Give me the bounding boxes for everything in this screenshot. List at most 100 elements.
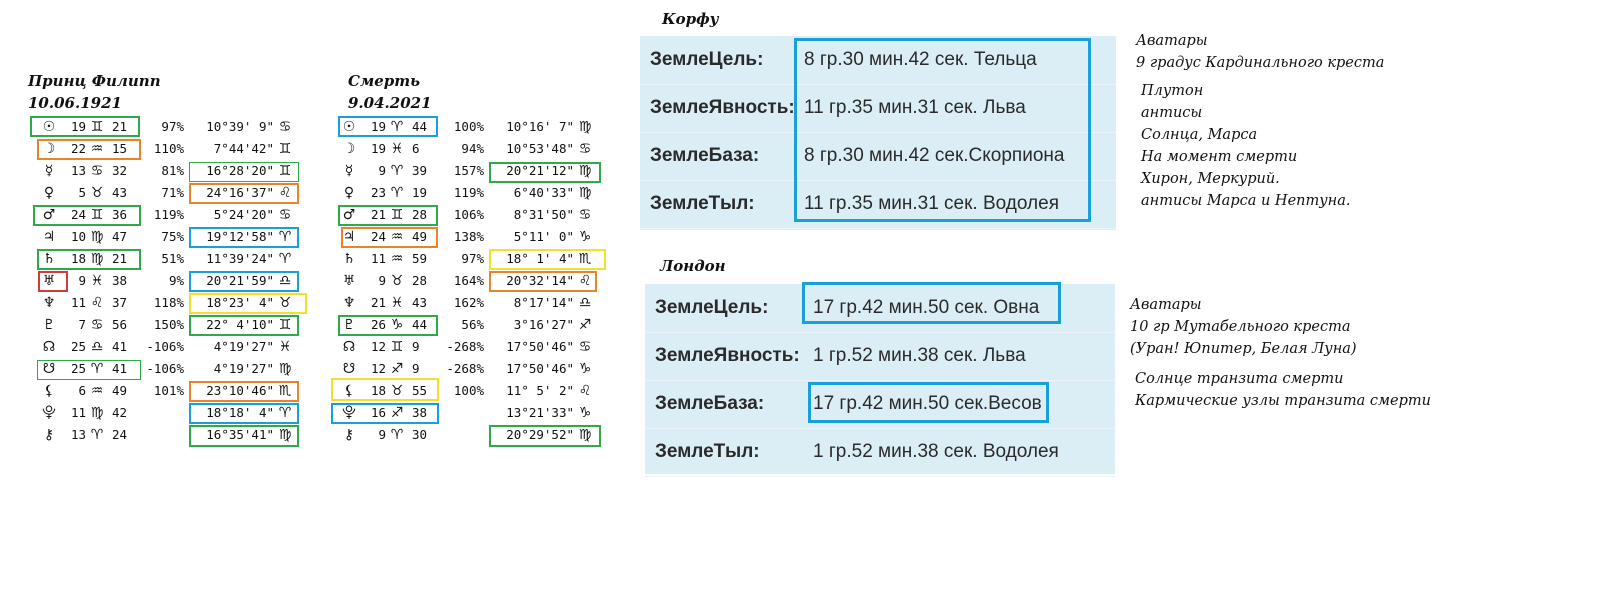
note-line: Хирон, Меркурий.	[1141, 171, 1280, 187]
percent-value: 81%	[161, 163, 184, 178]
declination-sign-icon: ♍	[278, 361, 292, 377]
planet-glyph: ♃	[42, 229, 56, 245]
declination-sign-icon: ♊	[278, 141, 292, 157]
london-value-highlight	[808, 382, 1049, 423]
row-label: ЗемлеЯвность:	[655, 345, 800, 366]
declination-value: 11°39'24"	[206, 251, 274, 266]
corfu-row: ЗемлеБаза: 8 гр.30 мин.42 сек.Скорпиона	[640, 132, 1116, 181]
london-notes-transit: Солнце транзита смерти Кармические узлы …	[1135, 368, 1431, 412]
zodiac-sign-icon: ♋	[90, 163, 104, 179]
corfu-value-highlight	[794, 38, 1091, 222]
declination-sign-icon: ♌	[278, 185, 292, 201]
declination-value: 10°53'48"	[506, 141, 574, 156]
planet-glyph: ☉	[42, 119, 56, 135]
zodiac-sign-icon: ♒	[390, 229, 404, 245]
highlight-box	[189, 403, 299, 424]
declination-sign-icon: ♈	[278, 251, 292, 267]
position-degree: 5	[78, 185, 86, 200]
zodiac-sign-icon: ♈	[390, 427, 404, 443]
note-line: 10 гр Мутабельного креста	[1130, 319, 1351, 335]
note-line: (Уран! Юпитер, Белая Луна)	[1130, 341, 1357, 357]
zodiac-sign-icon: ♒	[90, 141, 104, 157]
row-label: ЗемлеТыл:	[655, 441, 760, 462]
position-degree: 18	[370, 383, 386, 398]
declination-sign-icon: ♈	[278, 229, 292, 245]
percent-value: -268%	[446, 361, 484, 376]
corfu-notes: Аватары 9 градус Кардинального креста	[1136, 30, 1384, 74]
declination-sign-icon: ♌	[578, 383, 592, 399]
right-chart-title: Смерть	[348, 72, 420, 90]
declination-value: 8°31'50"	[513, 207, 574, 222]
position-minutes: 49	[112, 383, 128, 398]
zodiac-sign-icon: ♈	[390, 185, 404, 201]
declination-sign-icon: ♍	[578, 427, 592, 443]
highlight-box	[489, 162, 601, 183]
position-minutes: 42	[112, 405, 128, 420]
declination-value: 10°16' 7"	[506, 119, 574, 134]
declination-sign-icon: ♍	[578, 163, 592, 179]
declination-sign-icon: ♐	[578, 317, 592, 333]
note-line: антисы Марса и Нептуна.	[1141, 193, 1351, 209]
highlight-box	[489, 249, 606, 270]
declination-value: 19°12'58"	[206, 229, 274, 244]
highlight-box	[331, 378, 439, 401]
planet-glyph: ⯓	[42, 405, 56, 421]
percent-value: 56%	[461, 317, 484, 332]
position-minutes: 37	[112, 295, 128, 310]
ephemeris-row: ☋12♐9-268%17°50'46"♑	[338, 358, 608, 380]
position-minutes: 39	[412, 163, 428, 178]
highlight-box	[33, 205, 141, 226]
planet-glyph: ☿	[344, 163, 354, 179]
position-minutes: 19	[412, 185, 428, 200]
percent-value: 94%	[461, 141, 484, 156]
corfu-row: ЗемлеЯвность: 11 гр.35 мин.31 сек. Льва	[640, 84, 1116, 133]
position-degree: 11	[70, 295, 86, 310]
percent-value: 150%	[153, 317, 184, 332]
declination-value: 22° 4'10"	[206, 317, 274, 332]
planet-glyph: ⚷	[43, 427, 55, 443]
declination-value: 20°21'12"	[506, 163, 574, 178]
declination-sign-icon: ♋	[278, 119, 292, 135]
percent-value: 71%	[161, 185, 184, 200]
declination-sign-icon: ♋	[578, 141, 592, 157]
position-degree: 25	[70, 339, 86, 354]
declination-value: 7°44'42"	[213, 141, 274, 156]
row-value: 8 гр.30 мин.42 сек.Скорпиона	[804, 145, 1065, 166]
planet-glyph: ♅	[342, 273, 356, 289]
position-degree: 7	[78, 317, 86, 332]
declination-value: 18°23' 4"	[206, 295, 274, 310]
planet-glyph: ♀	[343, 185, 355, 201]
row-value: 11 гр.35 мин.31 сек. Льва	[804, 97, 1026, 118]
percent-value: 118%	[153, 295, 184, 310]
planet-glyph: ♂	[342, 207, 356, 223]
planet-glyph: ☋	[342, 361, 356, 377]
position-minutes: 36	[112, 207, 128, 222]
zodiac-sign-icon: ♍	[90, 251, 104, 267]
declination-value: 3°16'27"	[513, 317, 574, 332]
position-degree: 26	[370, 317, 386, 332]
row-label: ЗемлеЯвность:	[650, 97, 795, 118]
planet-glyph: ⯓	[342, 405, 356, 421]
position-minutes: 59	[412, 251, 428, 266]
percent-value: 119%	[153, 207, 184, 222]
position-minutes: 21	[112, 119, 128, 134]
declination-value: 17°50'46"	[506, 339, 574, 354]
percent-value: 100%	[453, 119, 484, 134]
london-notes: Аватары 10 гр Мутабельного креста (Уран!…	[1130, 294, 1357, 360]
position-minutes: 49	[412, 229, 428, 244]
zodiac-sign-icon: ♓	[390, 295, 404, 311]
highlight-box	[489, 271, 597, 292]
declination-sign-icon: ♑	[578, 361, 592, 377]
declination-value: 6°40'33"	[513, 185, 574, 200]
percent-value: -106%	[146, 361, 184, 376]
zodiac-sign-icon: ♎	[90, 339, 104, 355]
position-degree: 6	[78, 383, 86, 398]
